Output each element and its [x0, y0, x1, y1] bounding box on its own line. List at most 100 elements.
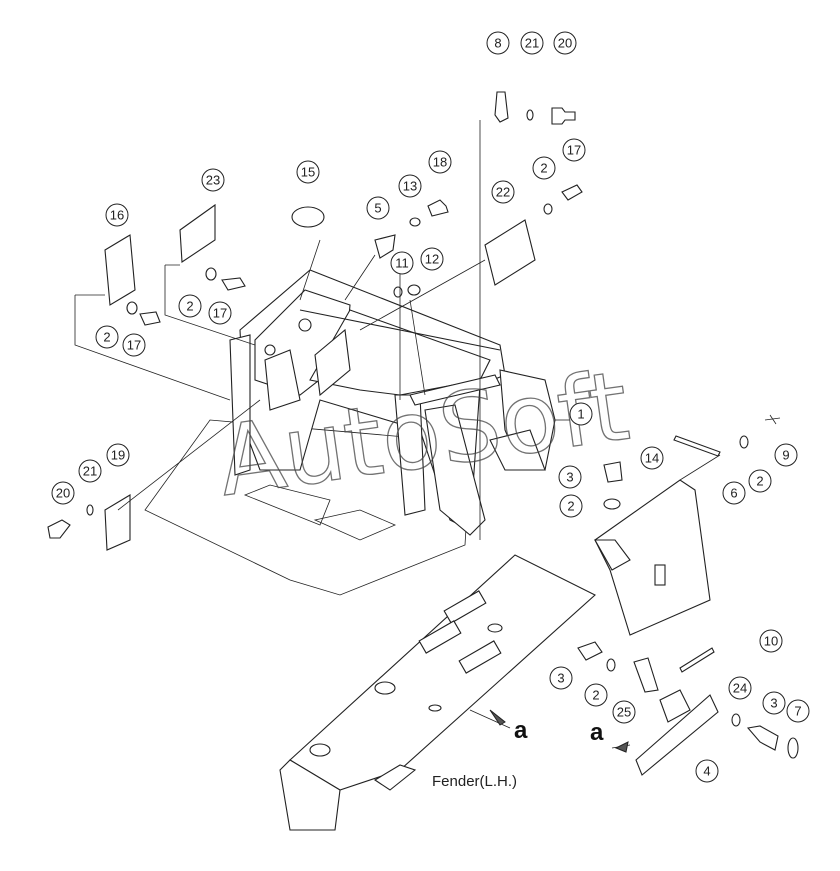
cabin-frame: [229, 269, 556, 536]
callout-5: 5: [366, 196, 390, 220]
cover-19: [104, 494, 131, 551]
bolt-17-b: [139, 311, 161, 326]
clip-7: [787, 737, 799, 759]
callout-6: 6: [722, 481, 746, 505]
callout-22: 22: [491, 180, 515, 204]
svg-text:22: 22: [496, 185, 510, 200]
svg-text:1: 1: [577, 407, 584, 422]
callout-4: 4: [695, 759, 719, 783]
callout-1: 1: [569, 402, 593, 426]
svg-text:21: 21: [525, 36, 539, 51]
cap-15: [291, 206, 325, 228]
bolt-18: [427, 199, 449, 217]
svg-text:14: 14: [645, 451, 659, 466]
svg-text:2: 2: [186, 299, 193, 314]
plate-4: [635, 694, 719, 776]
svg-text:11: 11: [395, 256, 409, 271]
callout-13: 13: [398, 174, 422, 198]
callout-10: 10: [759, 629, 783, 653]
callout-3: 3: [762, 691, 786, 715]
svg-text:21: 21: [83, 464, 97, 479]
svg-text:17: 17: [213, 306, 227, 321]
callout-9: 9: [774, 443, 798, 467]
fender-label: Fender(L.H.): [432, 773, 517, 790]
svg-text:20: 20: [56, 486, 70, 501]
svg-text:17: 17: [567, 143, 581, 158]
bolt-3-a: [603, 461, 623, 483]
svg-text:17: 17: [127, 338, 141, 353]
washer-2-e: [606, 658, 616, 672]
callout-2: 2: [559, 494, 583, 518]
callout-16: 16: [105, 203, 129, 227]
cover-22: [484, 219, 536, 286]
svg-text:3: 3: [566, 470, 573, 485]
svg-text:20: 20: [558, 36, 572, 51]
callout-12: 12: [420, 247, 444, 271]
svg-text:3: 3: [770, 696, 777, 711]
cover-23: [179, 203, 216, 263]
callout-24: 24: [728, 676, 752, 700]
bolt-3-c: [746, 725, 779, 751]
bolt-20-top: [551, 107, 576, 125]
strip-6: [673, 435, 721, 457]
callout-17: 17: [562, 138, 586, 162]
washer-2-d: [739, 435, 749, 449]
leader-lines: [74, 120, 721, 749]
svg-text:15: 15: [301, 165, 315, 180]
callout-23: 23: [201, 168, 225, 192]
plate-4-lip: [659, 689, 691, 723]
pin-9: [764, 414, 781, 425]
callout-2: 2: [748, 469, 772, 493]
callout-21: 21: [78, 459, 102, 483]
svg-text:23: 23: [206, 173, 220, 188]
floor-mat-cutout: [243, 484, 397, 541]
svg-text:10: 10: [764, 634, 778, 649]
svg-text:2: 2: [540, 161, 547, 176]
callout-3: 3: [549, 666, 573, 690]
svg-text:2: 2: [756, 474, 763, 489]
bracket-8: [494, 91, 509, 123]
washer-2-a: [205, 267, 217, 281]
callout-20: 20: [51, 481, 75, 505]
svg-text:2: 2: [567, 499, 574, 514]
washer-2-b: [126, 301, 138, 315]
svg-text:19: 19: [111, 448, 125, 463]
callout-15: 15: [296, 160, 320, 184]
washer-24: [731, 713, 741, 727]
svg-text:6: 6: [730, 486, 737, 501]
callout-2: 2: [532, 156, 556, 180]
svg-text:18: 18: [433, 155, 447, 170]
callout-17: 17: [122, 333, 146, 357]
svg-text:4: 4: [703, 764, 710, 779]
arrow-a-fender: [489, 709, 506, 726]
washer-21-top: [526, 109, 534, 121]
callout-11: 11: [390, 251, 414, 275]
cover-16: [104, 234, 136, 306]
bracket-5: [374, 234, 396, 259]
washer-11: [393, 286, 403, 298]
bolt-17-r: [561, 184, 583, 201]
washer-2-c: [603, 498, 621, 510]
svg-text:7: 7: [794, 704, 801, 719]
view-marker-a-plate: a: [590, 719, 604, 746]
callout-2: 2: [178, 294, 202, 318]
svg-text:16: 16: [110, 208, 124, 223]
svg-text:2: 2: [592, 688, 599, 703]
callout-3: 3: [558, 465, 582, 489]
strip-10: [679, 647, 715, 673]
callout-7: 7: [786, 699, 810, 723]
bolt-3-b: [577, 641, 603, 661]
callout-17: 17: [208, 301, 232, 325]
svg-text:2: 2: [103, 330, 110, 345]
arrow-a-plate: [614, 741, 629, 753]
washer-2-r: [543, 203, 553, 215]
svg-text:9: 9: [782, 448, 789, 463]
svg-text:3: 3: [557, 671, 564, 686]
callout-25: 25: [612, 700, 636, 724]
callout-19: 19: [106, 443, 130, 467]
washer-21-l: [86, 504, 94, 516]
callout-18: 18: [428, 150, 452, 174]
svg-text:24: 24: [733, 681, 747, 696]
svg-text:12: 12: [425, 252, 439, 267]
